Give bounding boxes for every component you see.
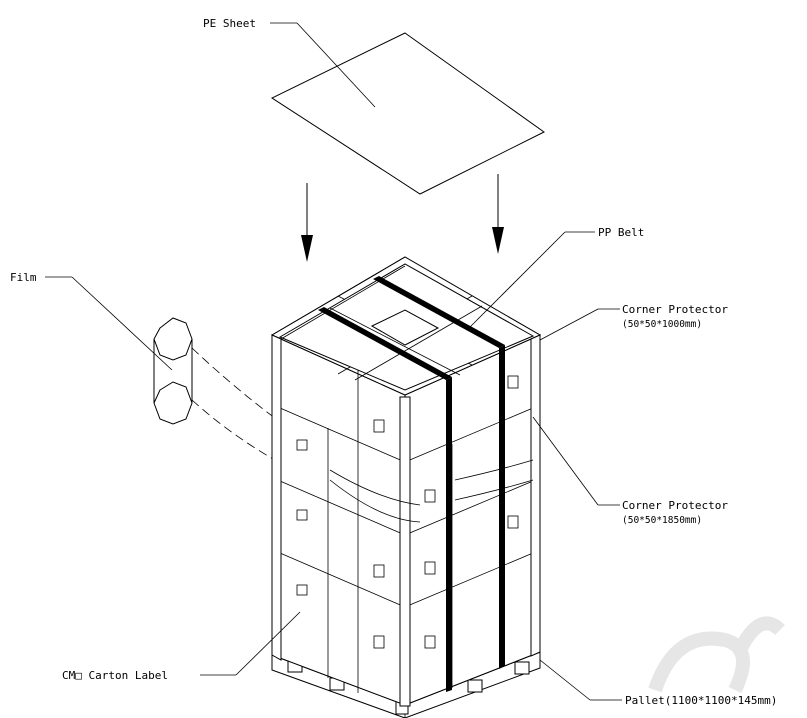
label-pe-sheet: PE Sheet xyxy=(203,17,256,30)
label-pallet: Pallet(1100*1100*145mm) xyxy=(625,694,777,707)
leader-lines xyxy=(200,231,622,701)
pp-belts xyxy=(318,276,505,692)
film-wrap-lines xyxy=(329,459,534,523)
watermark xyxy=(648,616,785,694)
label-corner-protector-top-size: (50*50*1000mm) xyxy=(622,319,702,330)
label-film: Film xyxy=(10,271,37,284)
down-arrows xyxy=(301,174,504,262)
label-corner-protector-mid: Corner Protector xyxy=(622,499,728,512)
carton-stack xyxy=(270,256,542,706)
label-carton-label: CM□ Carton Label xyxy=(62,669,168,682)
label-corner-protector-top: Corner Protector xyxy=(622,303,728,316)
corner-protectors xyxy=(271,256,541,707)
pe-sheet xyxy=(270,22,545,195)
label-corner-protector-mid-size: (50*50*1850mm) xyxy=(622,515,702,526)
label-pp-belt: PP Belt xyxy=(598,226,644,239)
